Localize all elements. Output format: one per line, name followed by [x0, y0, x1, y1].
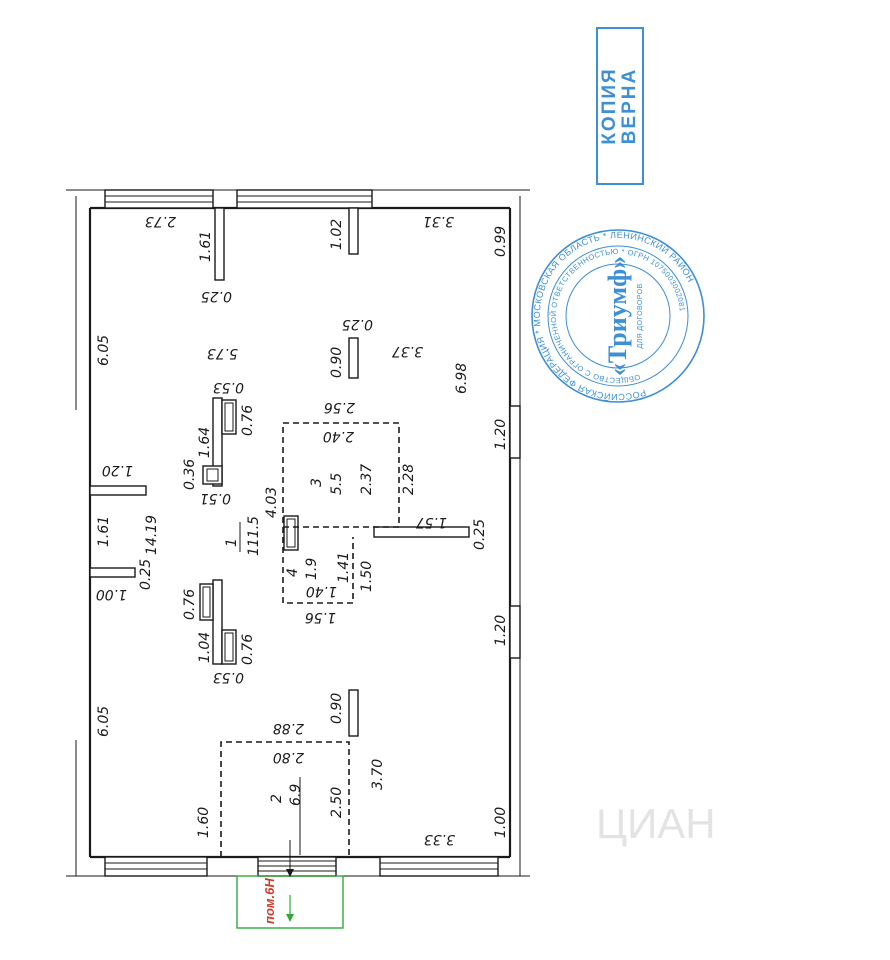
- room-3-area: 5.5: [329, 473, 345, 495]
- dim-wall-left-1: 1.20: [102, 462, 133, 478]
- fixtures: [199, 399, 299, 665]
- dim-r2-outer: 2.88: [273, 720, 304, 736]
- dim-top-left: 2.73: [145, 213, 176, 229]
- dim-r3-height2: 2.28: [401, 464, 417, 495]
- room-2-number: 2: [269, 794, 285, 803]
- dim-r2-height: 2.50: [329, 787, 345, 818]
- dim-full-right: 6.98: [454, 363, 470, 394]
- company-seal: РОССИЙСКАЯ ФЕДЕРАЦИЯ * МОСКОВСКАЯ ОБЛАСТ…: [530, 228, 706, 404]
- top-windows: [104, 189, 373, 209]
- dim-left-top: 6.05: [96, 335, 112, 366]
- dim-r3-outer: 2.56: [324, 399, 355, 415]
- room-4-area: 1.9: [304, 558, 320, 580]
- watermark: ЦИАН: [596, 800, 716, 847]
- dim-r4-outer: 1.56: [305, 609, 336, 625]
- dim-r2-inner: 2.80: [273, 749, 304, 765]
- dim-stair2-small: 0.36: [182, 459, 198, 490]
- dim-wall-left-2-w: 0.25: [138, 559, 154, 590]
- entrance: пом.6Н: [236, 840, 344, 929]
- dim-stair1-w: 0.76: [240, 405, 256, 436]
- dim-r2-left: 1.60: [196, 807, 212, 838]
- stamp-line-2: ВЕРНА: [619, 67, 640, 145]
- dim-bot-right: 3.33: [424, 831, 455, 847]
- room-4-number: 4: [285, 568, 301, 577]
- pillars: [89, 207, 470, 737]
- seal-center-text: «Триумф»: [603, 256, 632, 376]
- dim-partition-w: 0.25: [472, 519, 488, 550]
- entrance-label: пом.6Н: [262, 878, 277, 924]
- dim-r1-span: 14.19: [144, 515, 160, 555]
- dim-r4-b: 1.50: [359, 561, 375, 592]
- dim-stair4-top: 0.53: [213, 669, 244, 685]
- stamp-text: КОПИЯ ВЕРНА: [599, 67, 640, 145]
- room-3-number: 3: [309, 478, 325, 487]
- bottom-windows: [104, 856, 499, 877]
- dim-r4-w: 1.40: [306, 583, 337, 599]
- dimension-labels-flipped: 2.73 3.31 0.25 0.25 5.73 3.37 0.53 2.56 …: [96, 213, 455, 847]
- seal-note: ДЛЯ ДОГОВОРОВ: [637, 283, 644, 348]
- dim-right-win2: 1.20: [493, 615, 509, 646]
- dim-pillar-a-w: 0.25: [201, 288, 232, 304]
- room-1-area: 111.5: [246, 516, 262, 556]
- dim-stair3-w: 0.76: [182, 589, 198, 620]
- dim-stair4-w: 0.76: [240, 634, 256, 665]
- dim-wall-left-2: 1.00: [96, 586, 127, 602]
- dim-r2-right: 3.70: [370, 759, 386, 790]
- dim-pillar-c-w: 0.25: [342, 316, 373, 332]
- dim-r4-a: 1.41: [336, 552, 352, 583]
- dim-right-win1: 1.20: [493, 419, 509, 450]
- dim-pillar-a: 1.61: [198, 231, 214, 262]
- dim-stair3-len: 1.04: [197, 632, 213, 663]
- stamp-line-1: КОПИЯ: [599, 67, 620, 145]
- room-labels: 1 111.5 2 6.9 3 5.5 4 1.9: [224, 473, 345, 806]
- dim-mid-right: 3.37: [392, 343, 423, 359]
- dim-stair1-len: 1.64: [197, 427, 213, 458]
- dim-pillar-d: 0.90: [329, 693, 345, 724]
- dim-r3-height: 2.37: [359, 464, 375, 495]
- dim-partition: 1.57: [416, 514, 447, 530]
- dim-left-mid: 1.61: [96, 516, 112, 547]
- room-2-outline: [220, 741, 350, 857]
- right-windows: [509, 405, 521, 659]
- dimension-labels-vertical: 1.61 1.02 0.99 6.05 0.90 6.98 0.76 1.64 …: [96, 219, 509, 838]
- dim-stair1-top: 0.53: [213, 379, 244, 395]
- dim-r1-depth: 4.03: [264, 487, 280, 518]
- dim-pillar-b: 1.02: [329, 219, 345, 250]
- dim-mid-left: 5.73: [207, 345, 238, 361]
- room-1-number: 1: [224, 538, 240, 547]
- dim-top-right: 3.31: [423, 213, 454, 229]
- dim-stair2-w: 0.51: [200, 490, 231, 506]
- dim-right-top: 0.99: [493, 226, 509, 257]
- dim-right-bot: 1.00: [493, 807, 509, 838]
- copy-certified-stamp: КОПИЯ ВЕРНА: [596, 27, 644, 185]
- dim-pillar-c: 0.90: [329, 347, 345, 378]
- room-4-outline: [282, 527, 354, 604]
- room-2-area: 6.9: [288, 784, 304, 806]
- dim-r3-inner: 2.40: [323, 428, 354, 444]
- dim-left-bot: 6.05: [96, 706, 112, 737]
